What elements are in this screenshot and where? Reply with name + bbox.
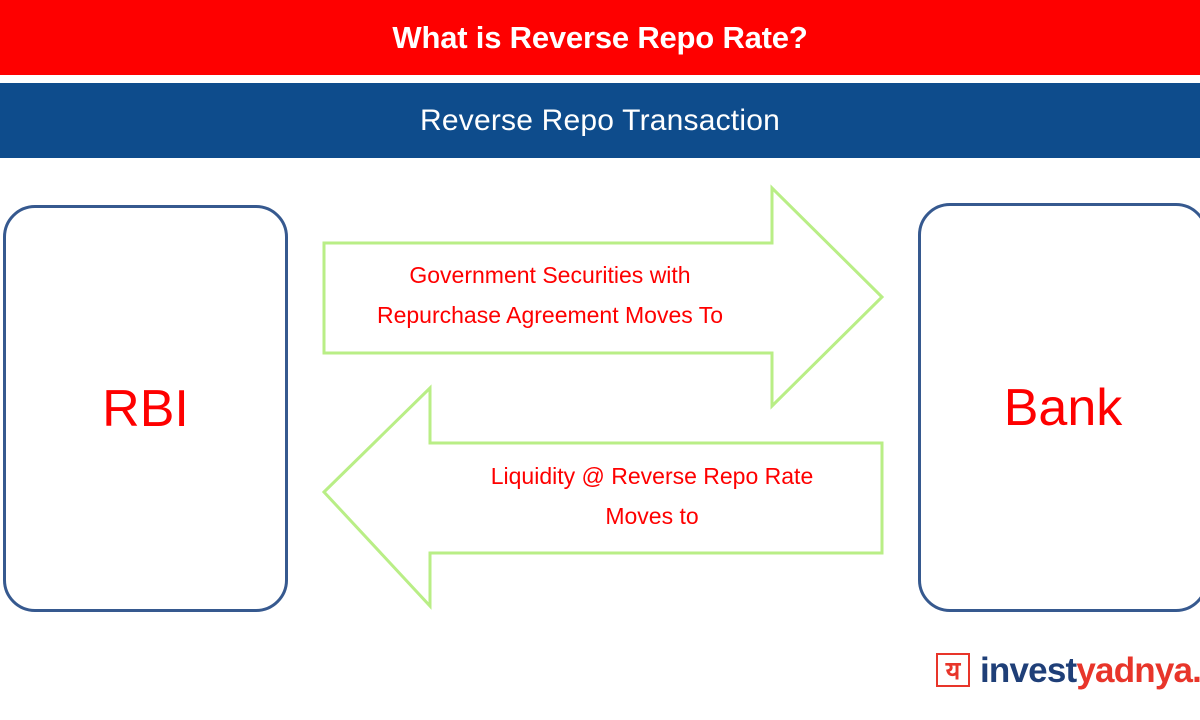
entity-box-bank: Bank	[918, 203, 1200, 612]
entity-box-rbi: RBI	[3, 205, 288, 612]
subtitle-bar: Reverse Repo Transaction	[0, 83, 1200, 158]
arrow-right-icon	[322, 184, 885, 410]
entity-label-rbi: RBI	[102, 379, 189, 438]
entity-label-bank: Bank	[1003, 378, 1123, 437]
arrow-left-icon	[321, 384, 884, 610]
logo-word-invest: invest	[980, 650, 1077, 690]
logo-mark-glyph: य	[945, 655, 961, 685]
page-title: What is Reverse Repo Rate?	[392, 19, 808, 55]
arrow-right-shape	[322, 184, 885, 410]
logo-mark-icon: य	[936, 653, 970, 687]
title-bar: What is Reverse Repo Rate?	[0, 0, 1200, 75]
subtitle-text: Reverse Repo Transaction	[420, 103, 780, 137]
logo-word-yadnya: yadnya.	[1076, 650, 1200, 690]
arrow-left-shape	[321, 384, 884, 610]
